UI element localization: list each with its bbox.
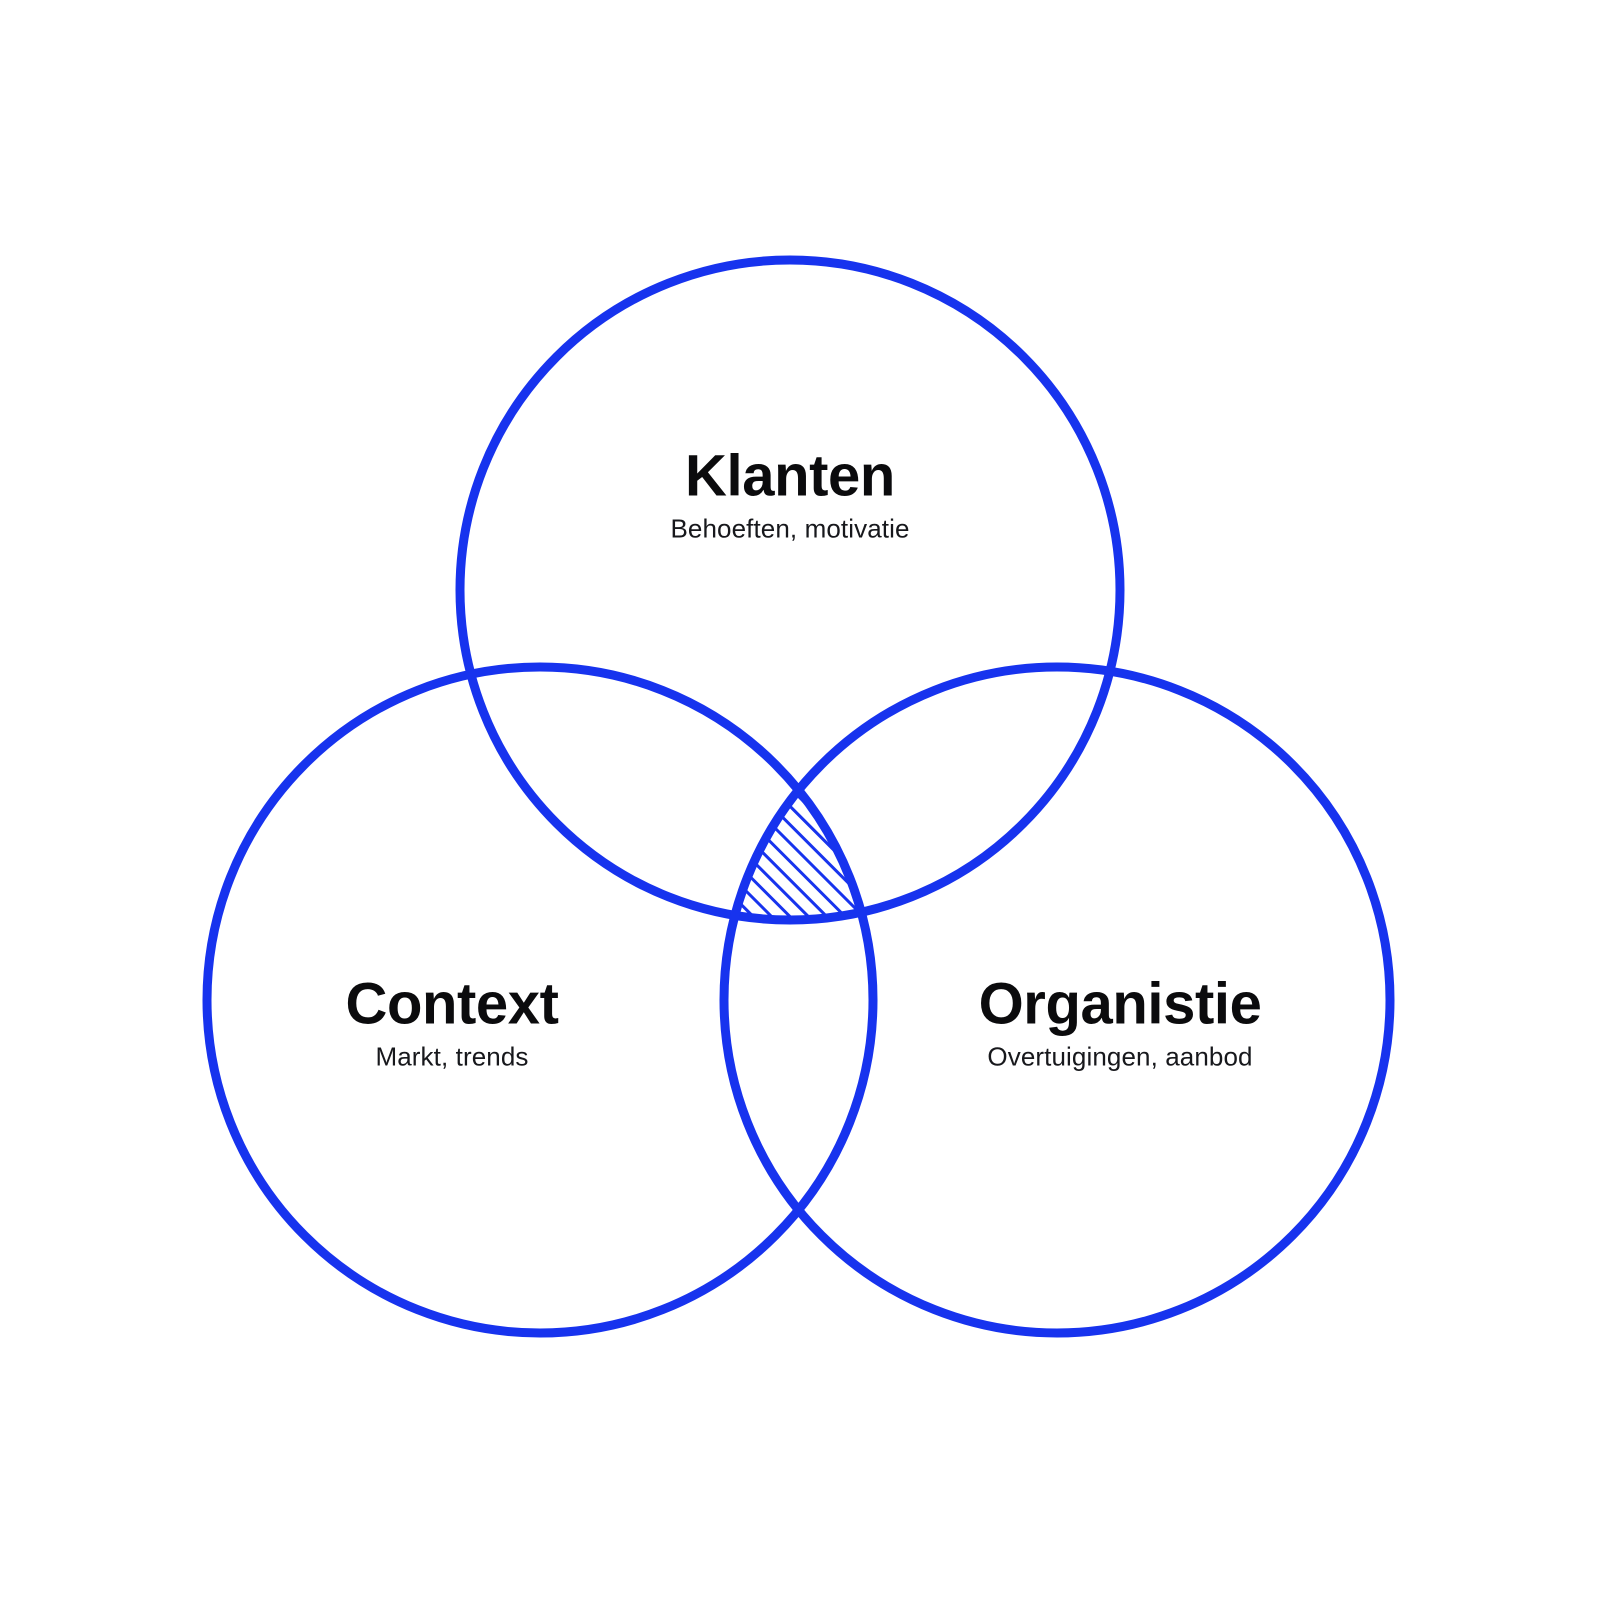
circle-klanten[interactable]: [455, 255, 1125, 925]
circle-context[interactable]: [202, 662, 878, 1338]
circle-organistie[interactable]: [719, 662, 1395, 1338]
